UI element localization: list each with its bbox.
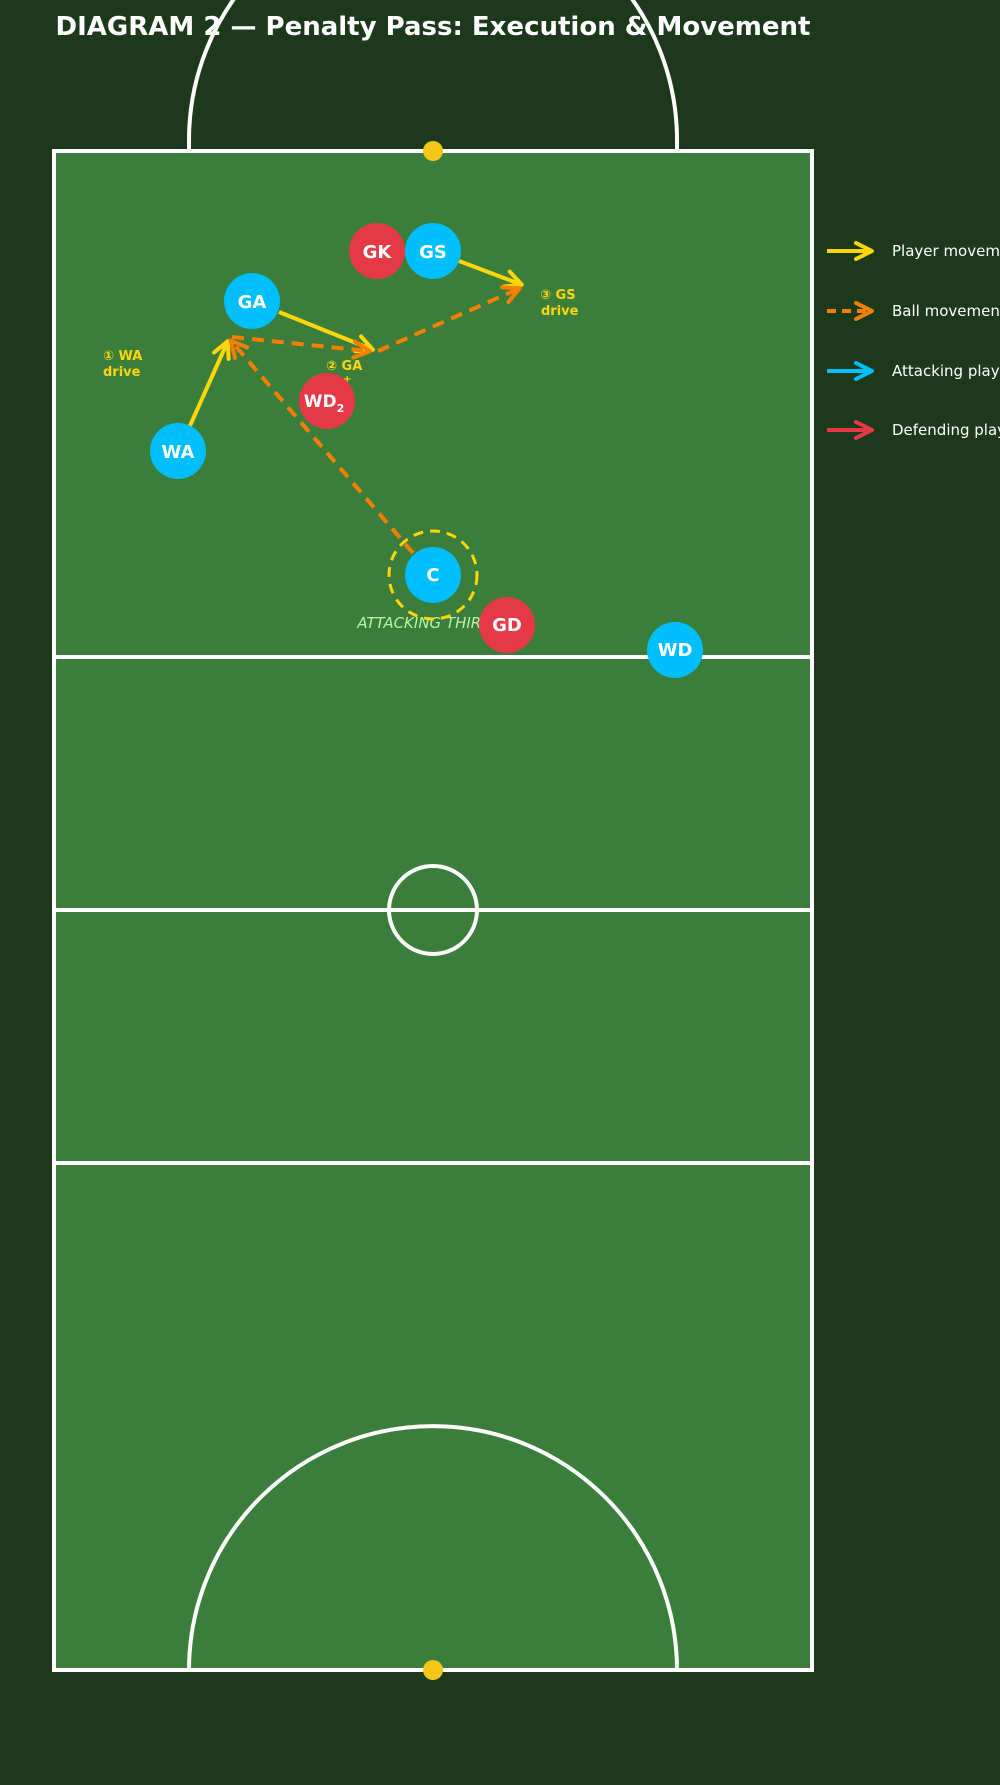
player-c: C [405,547,461,603]
player-wd: WD [647,622,703,678]
bottom-goal-circle [187,1424,679,1671]
gs-drive-arrow [458,259,524,289]
legend-player-movement: Player movement [827,241,1000,261]
ball-pass-2 [231,335,372,360]
top-goal-post [423,141,443,161]
top-goal-circle [187,0,679,151]
player-wd2: WD2 [299,373,355,429]
diagram-title: DIAGRAM 2 — Penalty Pass: Execution & Mo… [56,12,811,42]
player-gd: GD [479,597,535,653]
legend-attacking-player: Attacking player [827,361,1000,381]
svg-text:Defending player: Defending player [892,421,1000,439]
wa-drive-arrow [187,339,231,429]
svg-text:GD: GD [492,615,522,636]
annotation-ga-drive: ② GA + [326,359,367,385]
zone-label: ATTACKING THIRD [356,614,493,632]
ball-pass-3 [377,285,522,353]
annotation-wa-drive: ① WA drive [103,349,147,380]
svg-text:GS: GS [419,242,447,263]
legend: Player movement Ball movement Attacking … [827,241,1000,440]
svg-text:Player movement: Player movement [892,242,1000,260]
legend-defending-player: Defending player [827,420,1000,440]
svg-text:WD: WD [658,640,693,661]
svg-text:WA: WA [162,442,195,463]
player-gs: GS [405,223,461,279]
player-ga: GA [224,273,280,329]
svg-text:C: C [426,565,439,586]
svg-text:GK: GK [363,242,393,263]
svg-text:Ball movement: Ball movement [892,302,1000,320]
penalty-taker-ring [387,529,479,621]
annotation-gs-drive: ③ GS drive [540,288,580,319]
ball-pass-1 [228,338,415,555]
svg-text:GA: GA [238,292,267,313]
svg-text:WD2: WD2 [304,392,345,415]
bottom-goal-post [423,1660,443,1680]
player-wa: WA [150,423,206,479]
legend-ball-movement: Ball movement [827,301,1000,321]
centre-circle [387,864,479,956]
svg-text:Attacking player: Attacking player [892,362,1000,380]
player-gk: GK [349,223,405,279]
